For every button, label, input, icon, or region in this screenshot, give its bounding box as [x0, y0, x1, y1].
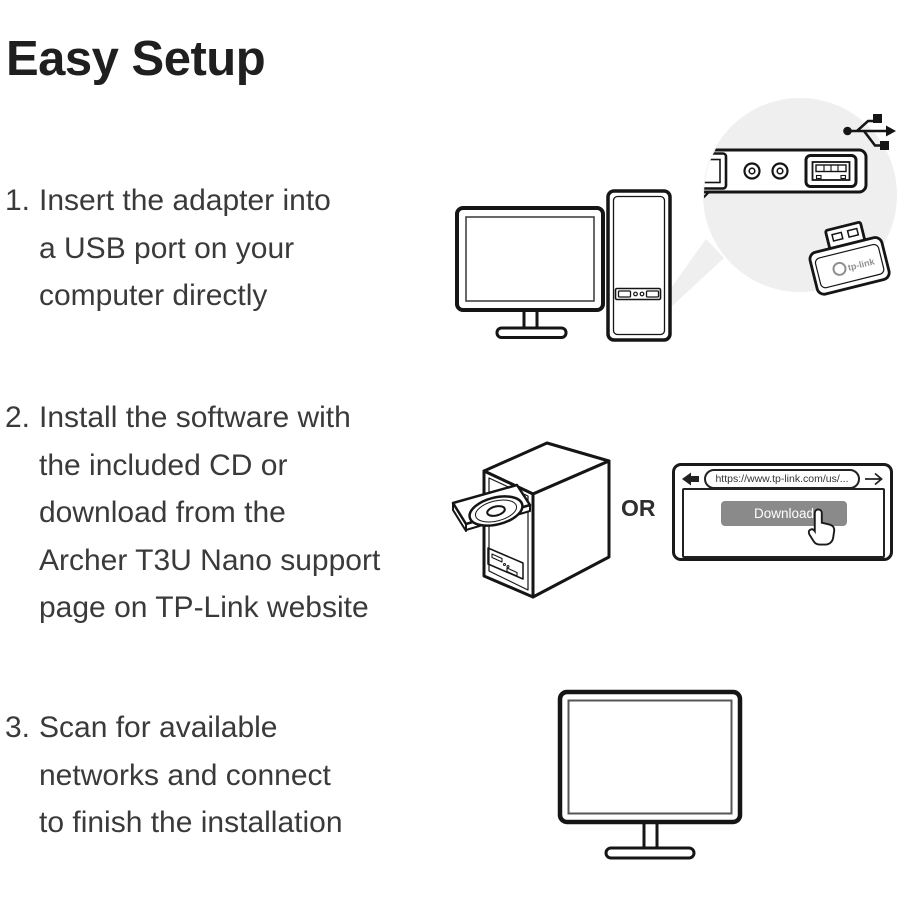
- browser-mockup: https://www.tp-link.com/us/... Download: [672, 463, 893, 561]
- step-2-number: 2.: [5, 401, 31, 434]
- browser-toolbar: https://www.tp-link.com/us/...: [675, 469, 890, 489]
- url-text: https://www.tp-link.com/us/...: [715, 473, 849, 485]
- hand-cursor-icon: [807, 508, 836, 546]
- nano-adapter-drawing: tp-link: [808, 220, 891, 296]
- step-1-number: 1.: [5, 184, 31, 217]
- step-1-line-2: a USB port on your: [39, 231, 295, 265]
- download-button: Download: [721, 501, 847, 526]
- step-1-line-1: Insert the adapter into: [39, 184, 331, 217]
- adapter-body: [808, 236, 891, 296]
- monitor-drawing: [455, 206, 605, 339]
- usb-a-port: [804, 154, 858, 188]
- step-2: 2. Install the software with the include…: [5, 394, 380, 632]
- cd-disc: [468, 495, 524, 527]
- tower-port-strip: [614, 287, 662, 301]
- monitor-drawing: [557, 689, 743, 860]
- tower-drawing: [606, 189, 672, 342]
- step-3-line-2: networks and connect: [39, 758, 331, 792]
- step-1-line-3: computer directly: [39, 279, 268, 312]
- back-arrow-icon: [682, 472, 699, 486]
- download-label: Download: [753, 506, 815, 521]
- usb-trident-icon: [843, 114, 896, 150]
- step-1-text: Insert the adapter into a USB port on yo…: [39, 177, 331, 320]
- step-1: 1. Insert the adapter into a USB port on…: [5, 177, 331, 320]
- step-2-line-3: download from the: [39, 496, 286, 529]
- step-3: 3. Scan for available networks and conne…: [5, 704, 343, 847]
- step-3-text: Scan for available networks and connect …: [39, 704, 343, 847]
- callout-wedge: [671, 239, 724, 307]
- step-2-line-5: page on TP-Link website: [39, 591, 369, 624]
- step-2-line-1: Install the software with: [39, 401, 351, 434]
- step-3-number: 3.: [5, 711, 31, 744]
- url-bar: https://www.tp-link.com/us/...: [704, 469, 860, 489]
- cd-tower-drawing: [451, 441, 611, 599]
- page-title: Easy Setup: [6, 32, 266, 86]
- forward-arrow-icon: [865, 472, 883, 486]
- step-1-illustration: tp-link: [455, 98, 897, 342]
- step-3-illustration: [557, 689, 743, 860]
- tplink-logo-mark: [832, 261, 847, 276]
- step-2-line-4: Archer T3U Nano support: [39, 543, 381, 577]
- step-2-line-2: the included CD or: [39, 448, 288, 482]
- step-2-text: Install the software with the included C…: [39, 394, 380, 632]
- tower-front-ports: [487, 547, 524, 580]
- browser-content: Download: [682, 488, 885, 558]
- or-label: OR: [621, 495, 656, 521]
- step-3-line-1: Scan for available: [39, 711, 278, 744]
- step-3-line-3: to finish the installation: [39, 806, 343, 839]
- audio-jacks: [743, 162, 789, 180]
- step-2-illustration: [451, 441, 611, 599]
- panel-fold-line: [704, 188, 710, 202]
